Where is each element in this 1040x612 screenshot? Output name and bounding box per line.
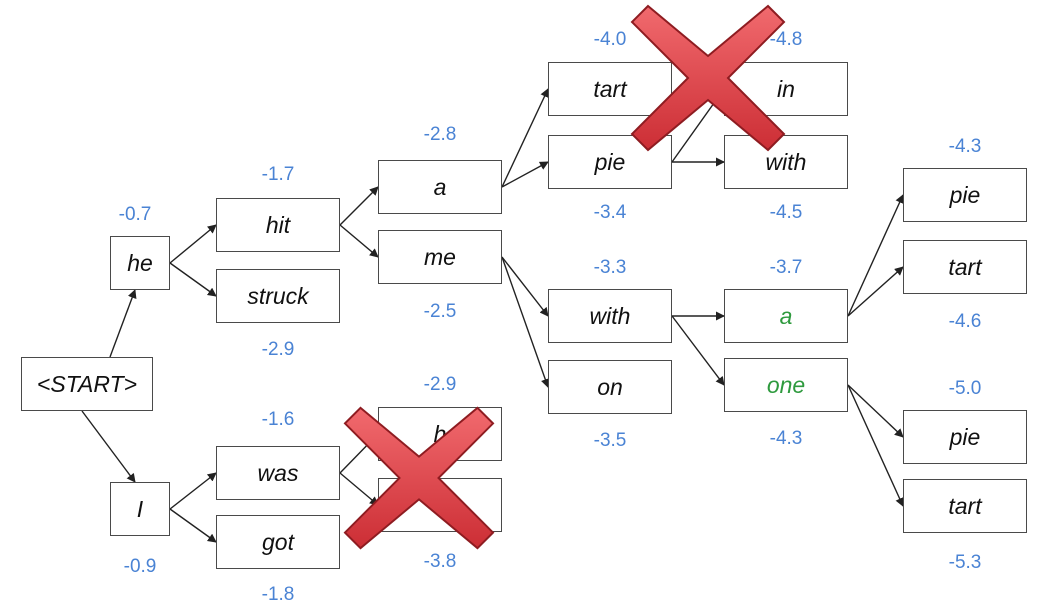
node-with-1: with <box>548 289 672 343</box>
edge-me-with1 <box>501 256 549 317</box>
node-he: he <box>110 236 170 290</box>
edge-he-struck <box>169 262 217 297</box>
node-tart-1: tart <box>548 62 672 116</box>
score-pie-3: -5.0 <box>948 378 982 399</box>
pruned-cross-icon <box>630 4 786 152</box>
score-me: -2.5 <box>423 301 457 322</box>
edge-he-hit <box>169 224 217 264</box>
node-pie-2: pie <box>903 168 1027 222</box>
edge-a2-pie2 <box>847 194 904 317</box>
score-got: -1.8 <box>261 584 295 605</box>
score-one: -4.3 <box>769 428 803 449</box>
node-a-2: a <box>724 289 848 343</box>
node-with-2: with <box>724 135 848 189</box>
node-hit: hit <box>216 198 340 252</box>
score-with-1: -3.3 <box>593 257 627 278</box>
pruned-cross-icon <box>343 406 495 550</box>
edge-start-he <box>109 289 137 358</box>
node-got: got <box>216 515 340 569</box>
score-hidden-1: -2.9 <box>423 374 457 395</box>
node-pie-3: pie <box>903 410 1027 464</box>
node-me: me <box>378 230 502 284</box>
score-tart-3: -5.3 <box>948 552 982 573</box>
score-tart-2: -4.6 <box>948 311 982 332</box>
node-was: was <box>216 446 340 500</box>
edge-a1-tart1 <box>501 88 549 188</box>
edge-a2-tart2 <box>847 266 904 317</box>
score-a-1: -2.8 <box>423 124 457 145</box>
edge-with1-one <box>671 315 725 386</box>
node-start: <START> <box>21 357 153 411</box>
edge-one-pie3 <box>847 384 904 438</box>
score-pie-2: -4.3 <box>948 136 982 157</box>
edge-hit-me <box>339 224 379 258</box>
score-I: -0.9 <box>123 556 157 577</box>
score-with-2: -4.5 <box>769 202 803 223</box>
score-pie-1: -3.4 <box>593 202 627 223</box>
node-I: I <box>110 482 170 536</box>
edge-I-was <box>169 472 217 510</box>
node-tart-2: tart <box>903 240 1027 294</box>
edge-me-on <box>501 256 550 388</box>
score-in: -4.8 <box>769 29 803 50</box>
edge-I-got <box>169 508 217 543</box>
score-he: -0.7 <box>118 204 152 225</box>
score-a-2: -3.7 <box>769 257 803 278</box>
node-one: one <box>724 358 848 412</box>
score-hit: -1.7 <box>261 164 295 185</box>
edge-a1-pie1 <box>501 161 549 188</box>
score-hidden-2: -3.8 <box>423 551 457 572</box>
edge-start-I <box>81 410 136 483</box>
node-struck: struck <box>216 269 340 323</box>
score-struck: -2.9 <box>261 339 295 360</box>
edge-hit-a1 <box>339 186 379 226</box>
edge-was-hidden2 <box>339 472 379 506</box>
node-a-1: a <box>378 160 502 214</box>
edge-one-tart3 <box>847 384 904 507</box>
node-tart-3: tart <box>903 479 1027 533</box>
node-on: on <box>548 360 672 414</box>
score-on: -3.5 <box>593 430 627 451</box>
score-tart-1: -4.0 <box>593 29 627 50</box>
score-was: -1.6 <box>261 409 295 430</box>
